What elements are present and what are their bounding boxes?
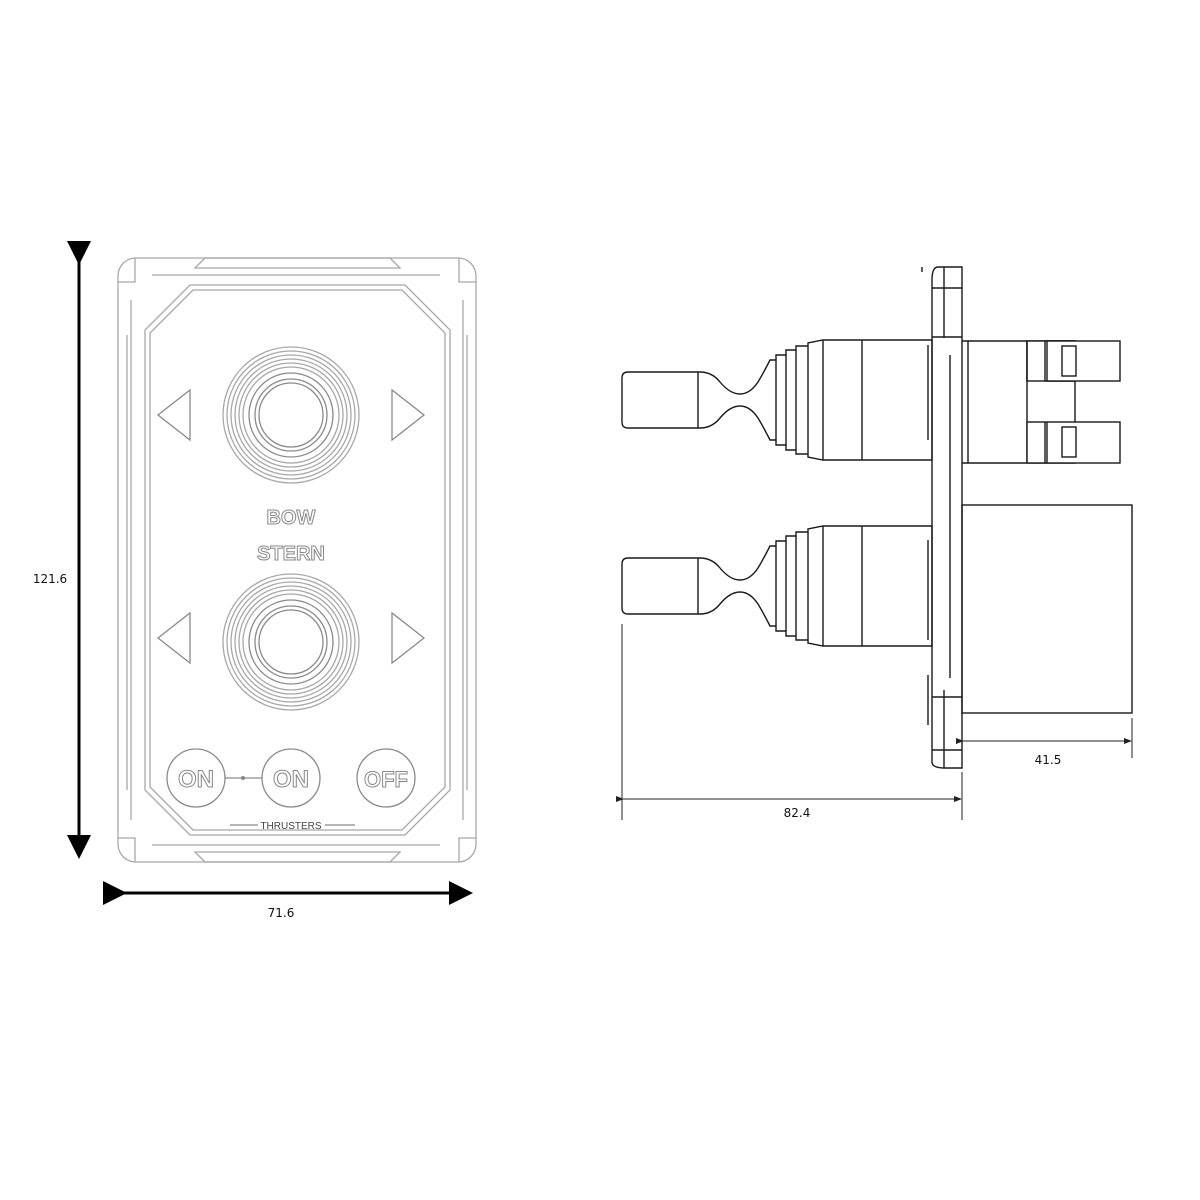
arrow-right-icon <box>391 388 426 442</box>
link-dot <box>241 776 245 780</box>
side-view <box>621 266 1133 769</box>
on-button-2[interactable]: ON <box>261 748 321 808</box>
total-depth-dimension: 82.4 <box>616 624 963 820</box>
svg-text:OFF: OFF <box>364 767 408 792</box>
joystick-handle-bottom <box>621 525 933 647</box>
connector-top <box>1026 340 1121 382</box>
svg-text:ON: ON <box>178 766 214 793</box>
arrow-left-icon <box>156 611 191 665</box>
thrusters-label: THRUSTERS <box>260 821 321 832</box>
bow-label: BOW <box>267 507 316 529</box>
arrow-right-icon <box>391 611 426 665</box>
svg-text:82.4: 82.4 <box>784 806 811 820</box>
arrow-left-icon <box>156 388 191 442</box>
front-view-panel: BOW STERN ON ON OFF THRUSTERS <box>117 257 477 863</box>
svg-text:71.6: 71.6 <box>268 906 295 920</box>
off-button[interactable]: OFF <box>356 748 416 808</box>
bow-joystick <box>222 346 360 484</box>
rear-depth-dimension: 41.5 <box>956 718 1133 767</box>
svg-text:ON: ON <box>273 766 309 793</box>
svg-text:41.5: 41.5 <box>1035 753 1062 767</box>
width-dimension: 71.6 <box>103 881 473 920</box>
height-dimension: 121.6 <box>33 241 91 859</box>
stern-label: STERN <box>257 543 325 565</box>
on-button-1[interactable]: ON <box>166 748 226 808</box>
svg-text:121.6: 121.6 <box>33 572 67 586</box>
connector-bottom <box>1026 421 1121 464</box>
stern-joystick <box>222 573 360 711</box>
rear-housing <box>961 504 1133 714</box>
joystick-handle-top <box>621 339 933 461</box>
mounting-flange <box>921 266 963 769</box>
